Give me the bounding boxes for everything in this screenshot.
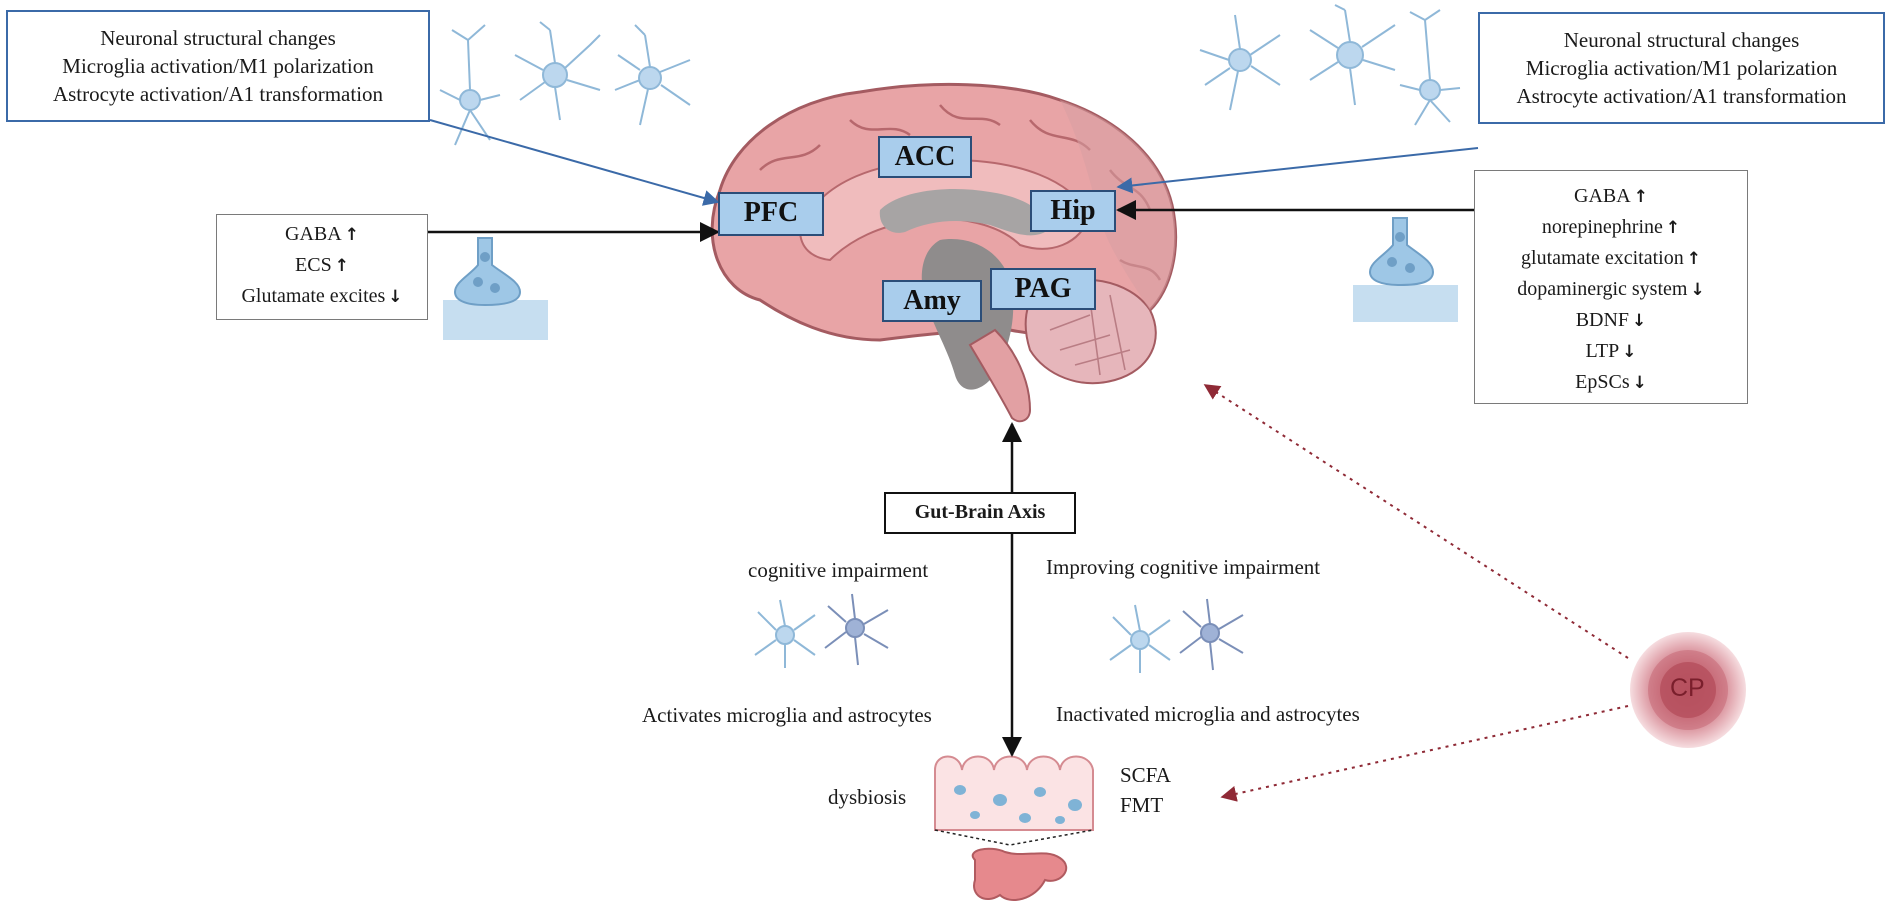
- mechanism-item: dopaminergic system↓: [1475, 274, 1747, 305]
- up-arrow-icon: ↑: [1686, 249, 1701, 269]
- mechanism-item: BDNF↓: [1475, 305, 1747, 336]
- callout-line: Astrocyte activation/A1 transformation: [1516, 84, 1847, 108]
- gut-illustration: [934, 755, 1094, 901]
- improving-cognition-label: Improving cognitive impairment: [1046, 555, 1321, 579]
- neuron-cluster-top-right: [1199, 4, 1461, 126]
- down-arrow-icon: ↓: [388, 287, 403, 307]
- arrow-topright-to-hip: [1116, 147, 1479, 194]
- down-arrow-icon: ↓: [1690, 280, 1705, 300]
- callout-line: Astrocyte activation/A1 transformation: [52, 82, 384, 106]
- down-arrow-icon: ↓: [1632, 373, 1647, 393]
- region-pag-label: PAG: [990, 268, 1096, 310]
- cp-circle: [1630, 632, 1746, 748]
- brain-illustration: [710, 82, 1178, 423]
- mechanism-item: GABA↑: [1475, 181, 1747, 212]
- callout-line: Microglia activation/M1 polarization: [1525, 56, 1838, 80]
- activates-glia-label: Activates microglia and astrocytes: [642, 703, 932, 727]
- brainstem: [968, 328, 1032, 423]
- synapse-left: [443, 237, 548, 340]
- mechanism-item: ECS↑: [217, 250, 427, 281]
- up-arrow-icon: ↑: [334, 256, 349, 276]
- scfa-label: SCFA: [1120, 763, 1171, 787]
- neuron-cluster-middle: [754, 593, 1244, 673]
- mechanism-item: LTP↓: [1475, 336, 1747, 367]
- mechanism-item: norepinephrine↑: [1475, 212, 1747, 243]
- top-right-callout: Neuronal structural changes Microglia ac…: [1478, 12, 1885, 124]
- mechanism-item: Glutamate excites↓: [217, 281, 427, 312]
- up-arrow-icon: ↑: [1633, 187, 1648, 207]
- gut-brain-axis-label: Gut-Brain Axis: [884, 492, 1076, 534]
- callout-line: Microglia activation/M1 polarization: [62, 54, 374, 78]
- down-arrow-icon: ↓: [1622, 342, 1637, 362]
- down-arrow-icon: ↓: [1632, 311, 1647, 331]
- neuron-cluster-top-left: [439, 21, 691, 146]
- region-hip-label: Hip: [1030, 190, 1116, 232]
- mechanism-item: EpSCs↓: [1475, 367, 1747, 398]
- synapse-right: [1353, 217, 1458, 322]
- corpus-callosum: [879, 189, 1046, 236]
- dysbiosis-label: dysbiosis: [828, 785, 907, 809]
- arrow-topleft-to-pfc: [429, 119, 720, 206]
- left-mechanism-box: GABA↑ ECS↑ Glutamate excites↓: [216, 214, 428, 320]
- arrow-cp-to-brain: [1203, 384, 1629, 659]
- mechanism-item: glutamate excitation↑: [1475, 243, 1747, 274]
- region-amy-label: Amy: [882, 280, 982, 322]
- arrow-cp-to-gut: [1220, 705, 1629, 802]
- inactivated-glia-label: Inactivated microglia and astrocytes: [1056, 702, 1360, 726]
- up-arrow-icon: ↑: [344, 225, 359, 245]
- callout-line: Neuronal structural changes: [1563, 28, 1800, 52]
- fmt-label: FMT: [1120, 793, 1164, 817]
- cognitive-impairment-label: cognitive impairment: [748, 558, 929, 582]
- mechanism-item: GABA↑: [217, 219, 427, 250]
- cerebellum-folia: [1049, 294, 1131, 376]
- callout-line: Neuronal structural changes: [100, 26, 336, 50]
- up-arrow-icon: ↑: [1665, 218, 1681, 238]
- region-acc-label: ACC: [878, 136, 972, 178]
- cp-label: CP: [1670, 674, 1705, 702]
- top-left-callout: Neuronal structural changes Microglia ac…: [6, 10, 430, 122]
- right-mechanism-box: GABA↑ norepinephrine↑ glutamate excitati…: [1474, 170, 1748, 404]
- region-pfc-label: PFC: [718, 192, 824, 236]
